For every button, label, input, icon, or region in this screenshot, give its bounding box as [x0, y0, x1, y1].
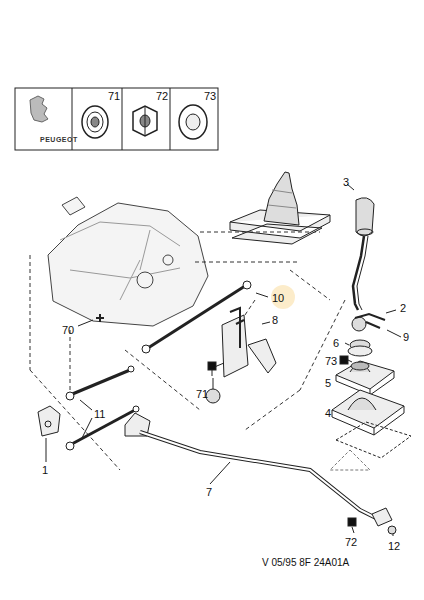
callout-number: 2 — [400, 302, 406, 314]
callout-number: 9 — [403, 331, 409, 343]
callout-number: 73 — [325, 355, 337, 367]
callout-number: 71 — [108, 90, 120, 102]
callout-number: 73 — [204, 90, 216, 102]
logo-text: PEUGEOT — [40, 134, 78, 146]
callout-number: 4 — [325, 407, 331, 419]
callout-number: 3 — [343, 176, 349, 188]
callout-number: 1 — [42, 464, 48, 476]
callout-number: 70 — [62, 324, 74, 336]
drawing-code: V 05/95 8F 24A01A — [262, 557, 349, 569]
callout-number: 5 — [325, 377, 331, 389]
callout-number: 10 — [272, 292, 284, 304]
callout-number: 7 — [206, 486, 212, 498]
callout-number: 6 — [333, 337, 339, 349]
callout-number: 11 — [94, 408, 105, 420]
header-frame — [15, 88, 218, 150]
callout-number: 72 — [345, 536, 357, 548]
callout-number: 12 — [388, 540, 400, 552]
callout-number: 8 — [272, 314, 278, 326]
callout-number: 71 — [196, 388, 208, 400]
callout-number: 72 — [156, 90, 168, 102]
